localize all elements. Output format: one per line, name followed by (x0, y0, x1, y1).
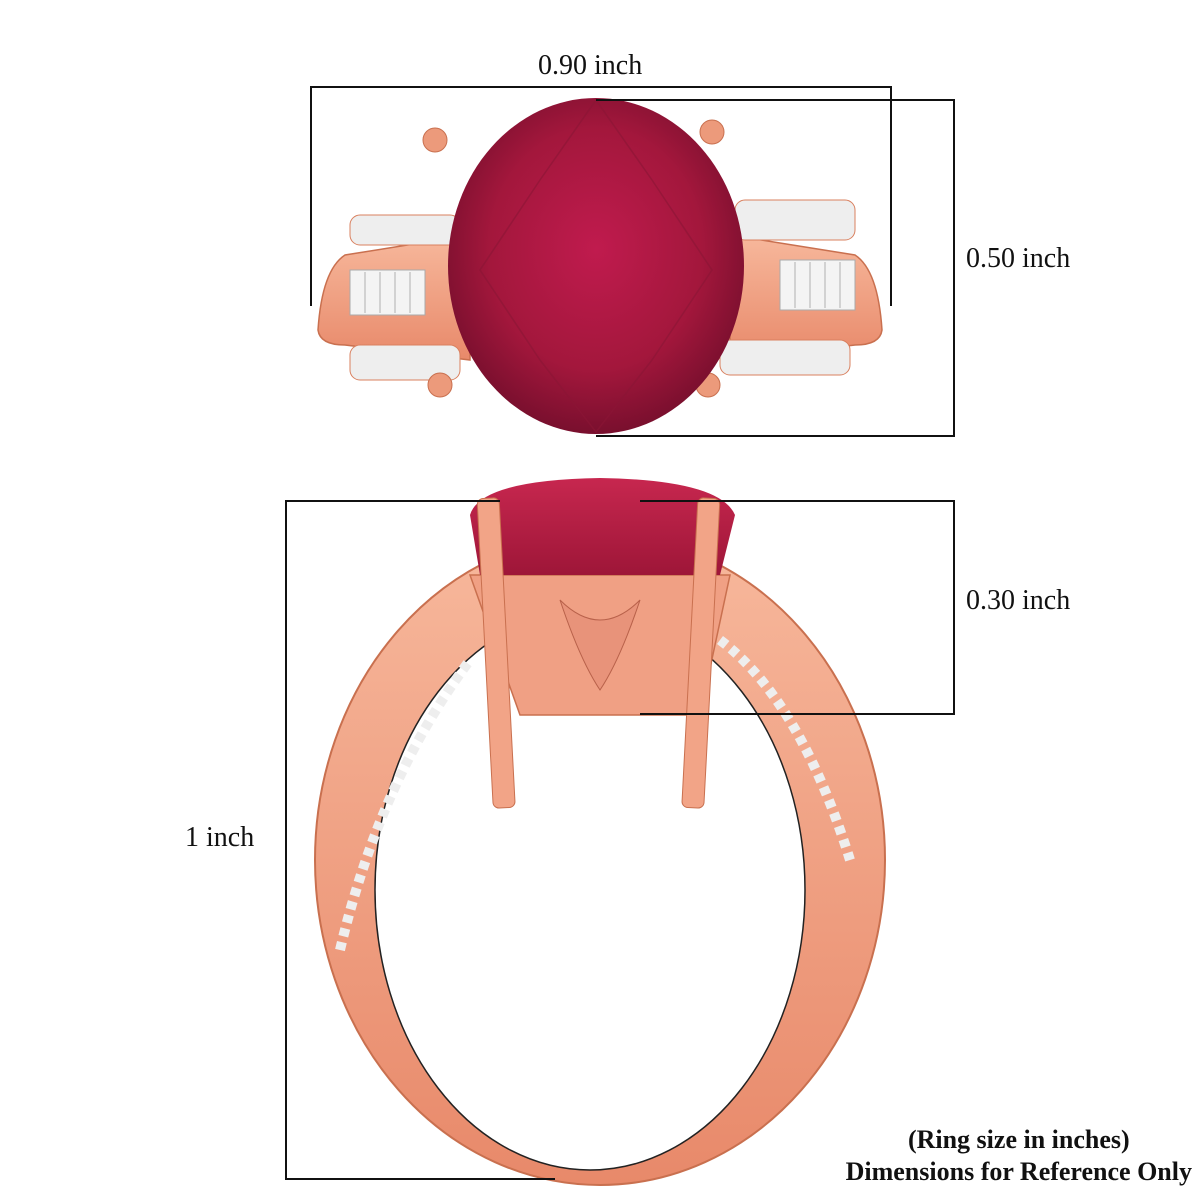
side-height-label: 0.30 inch (966, 585, 1071, 616)
side-height-measure-box (640, 500, 955, 715)
width-label: 0.90 inch (538, 50, 643, 81)
note-line-1: (Ring size in inches) (907, 1125, 1130, 1154)
ring-height-measure-box (285, 500, 500, 1180)
top-view-ring (317, 98, 883, 434)
ruby-gem-top (448, 98, 744, 434)
width-measure-box (310, 86, 892, 306)
top-height-label: 0.50 inch (966, 243, 1071, 274)
ruby-gem-side (470, 478, 735, 575)
top-height-measure-box (596, 99, 955, 437)
ring-height-bottom-line (285, 1178, 555, 1180)
note-line-2: Dimensions for Reference Only (845, 1157, 1192, 1186)
reference-note: (Ring size in inches) Dimensions for Ref… (846, 1124, 1192, 1188)
side-view-ring (314, 478, 886, 1186)
ring-height-label: 1 inch (185, 822, 255, 853)
